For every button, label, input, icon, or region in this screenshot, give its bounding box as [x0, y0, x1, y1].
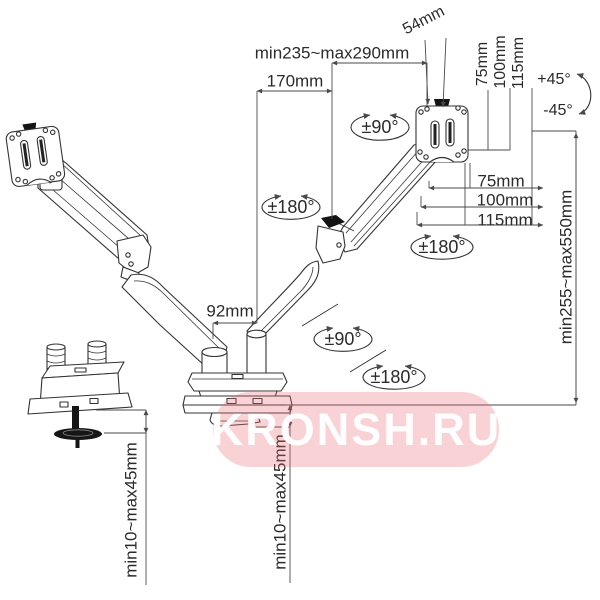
grommet-mount	[27, 340, 133, 448]
dim-label-clamp-range-left: min10~max45mm	[121, 442, 141, 578]
right-arm	[246, 142, 438, 376]
angle-label-swivel-top: ±90°	[361, 117, 399, 137]
angle-label-tilt-up: +45°	[537, 71, 571, 88]
angle-label-rotate-right: ±180°	[418, 237, 466, 257]
dim-label-vesa-side-75: 75mm	[477, 171, 525, 191]
dim-label-arm-length: 170mm	[266, 71, 324, 91]
dim-label-vesa-side-100: 100mm	[476, 190, 534, 210]
left-arm	[37, 158, 228, 378]
angle-label-rotate-left: ±180°	[267, 197, 315, 217]
angle-label-rotate-bottom: ±180°	[370, 367, 418, 387]
dim-label-reach-range: min235~max290mm	[254, 43, 410, 63]
dim-label-arm-offset: 92mm	[206, 301, 254, 321]
dim-label-vesa-top-100: 100mm	[492, 35, 509, 89]
right-vesa-plate	[415, 99, 469, 163]
dim-label-vesa-top-115: 115mm	[510, 36, 527, 90]
dim-label-height-range: min255~max550mm	[556, 189, 576, 345]
angle-label-swivel-bottom: ±90°	[324, 329, 362, 349]
dim-label-vesa-side-115: 115mm	[477, 210, 533, 230]
base-clamp	[182, 372, 293, 427]
angle-label-tilt-down: -45°	[543, 102, 573, 119]
watermark-badge: KRONSH.RU	[211, 392, 499, 467]
rotation-arrows	[261, 73, 592, 390]
dim-label-vesa-top-75: 75mm	[474, 41, 491, 87]
left-vesa-plate	[5, 122, 66, 187]
dimension-lines	[96, 37, 579, 585]
